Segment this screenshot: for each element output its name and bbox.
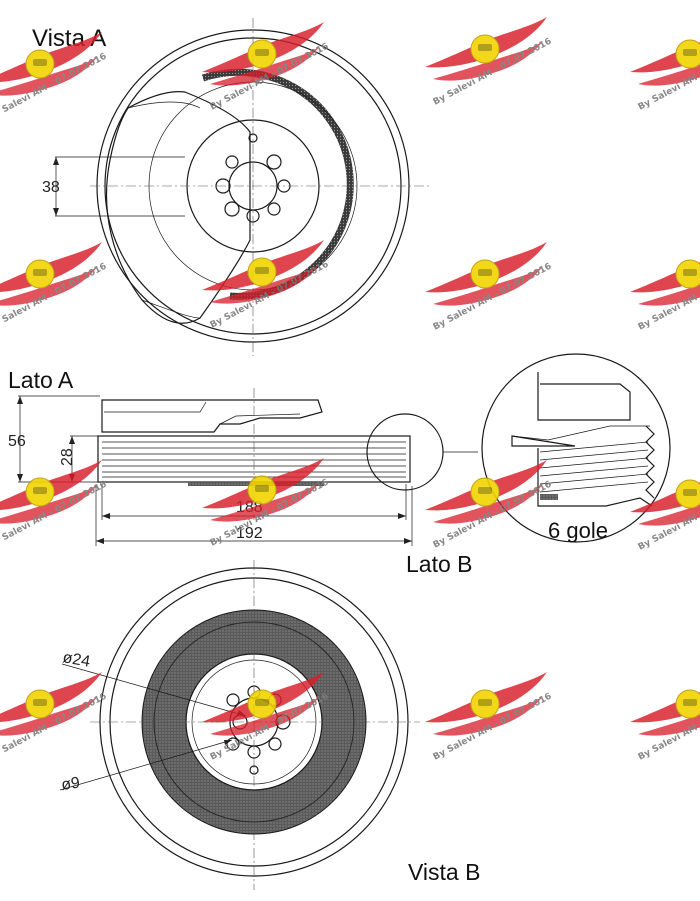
lato-b-label: Lato B (406, 551, 473, 577)
grooves-label: 6 gole (548, 518, 608, 543)
dim-phi9-label: ø9 (60, 775, 81, 794)
watermark-logo (424, 671, 554, 764)
lato-a-label: Lato A (8, 367, 74, 393)
watermark-logo (629, 671, 700, 764)
detail-groove-lines (539, 441, 649, 493)
dim-28-label: 28 (59, 448, 76, 466)
watermark-logo (629, 21, 700, 114)
dim-56-label: 56 (8, 433, 26, 450)
dim-38-label: 38 (42, 179, 60, 196)
vista-b-view (59, 560, 420, 890)
watermark-logo (0, 459, 109, 552)
watermark-logo (424, 241, 554, 334)
watermarks (0, 16, 700, 764)
watermark-logo (629, 461, 700, 554)
groove-detail-view (481, 353, 671, 543)
dim-phi24-label: ø24 (61, 649, 91, 671)
watermark-logo (201, 457, 331, 550)
vista-b-label: Vista B (408, 859, 480, 885)
watermark-logo (629, 241, 700, 334)
watermark-logo (0, 671, 109, 764)
watermark-logo (201, 239, 331, 332)
watermark-logo (424, 16, 554, 109)
watermark-logo (424, 459, 554, 552)
watermark-logo (0, 241, 109, 334)
